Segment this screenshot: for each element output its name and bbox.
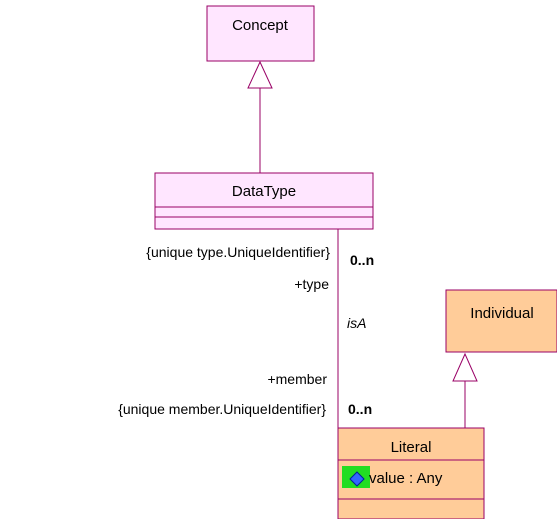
- class-datatype-box: [154, 172, 374, 230]
- class-concept[interactable]: Concept: [206, 5, 315, 62]
- class-literal[interactable]: Literal value : Any: [337, 427, 485, 519]
- generalization-arrowhead: [247, 60, 273, 89]
- class-literal-name: Literal: [391, 439, 432, 456]
- generalization-datatype-concept: [247, 60, 273, 173]
- class-concept-box: [206, 5, 315, 62]
- class-individual-box: [445, 289, 557, 353]
- class-individual[interactable]: Individual: [445, 289, 557, 353]
- association-name-label: isA: [347, 315, 366, 331]
- source-role-label: +type: [294, 276, 329, 292]
- class-literal-attribute[interactable]: value : Any: [369, 470, 443, 487]
- attribute-icon: [342, 466, 370, 488]
- class-datatype-name: DataType: [232, 183, 296, 200]
- source-multiplicity-label: 0..n: [350, 252, 374, 268]
- class-concept-name: Concept: [232, 17, 289, 34]
- target-constraint-label: {unique member.UniqueIdentifier}: [118, 401, 326, 417]
- generalization-arrowhead: [452, 352, 478, 382]
- generalization-literal-individual: [452, 352, 478, 428]
- source-constraint-label: {unique type.UniqueIdentifier}: [146, 244, 330, 260]
- target-multiplicity-label: 0..n: [348, 401, 372, 417]
- class-individual-name: Individual: [470, 305, 533, 322]
- target-role-label: +member: [267, 371, 327, 387]
- class-datatype[interactable]: DataType: [154, 172, 374, 230]
